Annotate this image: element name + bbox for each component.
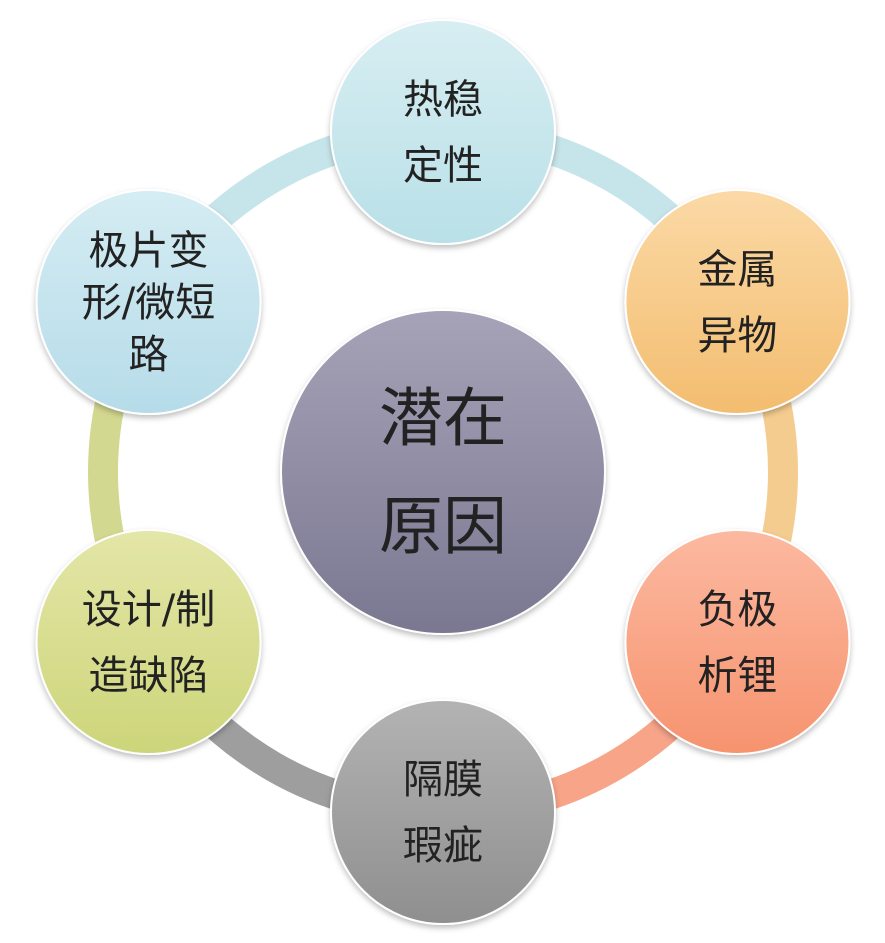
center-label: 潜在原因 — [379, 382, 507, 564]
node-circle-metal-foreign-matter — [624, 189, 851, 415]
node-metal-foreign-matter: 金属异物 — [624, 189, 851, 415]
node-label-electrode-deformation-microshort: 极片变形/微短路 — [82, 228, 215, 378]
node-label-electrode-deformation-microshort-line: 极片变 — [89, 228, 209, 274]
node-circle-anode-lithium-plating — [624, 529, 851, 755]
node-label-design-manufacturing-defect-line: 造缺陷 — [89, 653, 209, 699]
center-circle — [280, 309, 606, 635]
node-label-thermal-stability: 热稳定性 — [403, 77, 483, 189]
center-label-line: 潜在 — [379, 382, 507, 456]
node-label-electrode-deformation-microshort-line: 路 — [129, 332, 169, 378]
node-anode-lithium-plating: 负极析锂 — [624, 529, 851, 755]
center-node: 潜在原因 — [280, 309, 606, 635]
node-circle-thermal-stability — [330, 19, 556, 245]
node-label-design-manufacturing-defect: 设计/制造缺陷 — [82, 587, 215, 699]
node-circle-design-manufacturing-defect — [35, 529, 262, 755]
node-label-metal-foreign-matter-line: 金属 — [697, 247, 777, 293]
node-label-thermal-stability-line: 热稳 — [403, 77, 483, 123]
node-label-anode-lithium-plating-line: 析锂 — [697, 653, 777, 699]
node-label-separator-defect: 隔膜瑕疵 — [403, 757, 483, 869]
node-circle-separator-defect — [330, 699, 556, 925]
node-electrode-deformation-microshort: 极片变形/微短路 — [35, 189, 262, 415]
node-design-manufacturing-defect: 设计/制造缺陷 — [35, 529, 262, 755]
node-label-separator-defect-line: 隔膜 — [403, 757, 483, 803]
node-thermal-stability: 热稳定性 — [330, 19, 556, 245]
node-label-metal-foreign-matter-line: 异物 — [697, 313, 777, 359]
node-circle-electrode-deformation-microshort — [35, 189, 262, 415]
node-label-metal-foreign-matter: 金属异物 — [697, 247, 777, 359]
center-label-line: 原因 — [379, 490, 507, 564]
node-label-anode-lithium-plating-line: 负极 — [697, 587, 777, 633]
node-label-electrode-deformation-microshort-line: 形/微短 — [82, 280, 215, 326]
node-label-design-manufacturing-defect-line: 设计/制 — [82, 587, 215, 633]
node-separator-defect: 隔膜瑕疵 — [330, 699, 556, 925]
node-label-separator-defect-line: 瑕疵 — [403, 823, 483, 869]
node-label-thermal-stability-line: 定性 — [403, 143, 483, 189]
node-label-anode-lithium-plating: 负极析锂 — [697, 587, 777, 699]
